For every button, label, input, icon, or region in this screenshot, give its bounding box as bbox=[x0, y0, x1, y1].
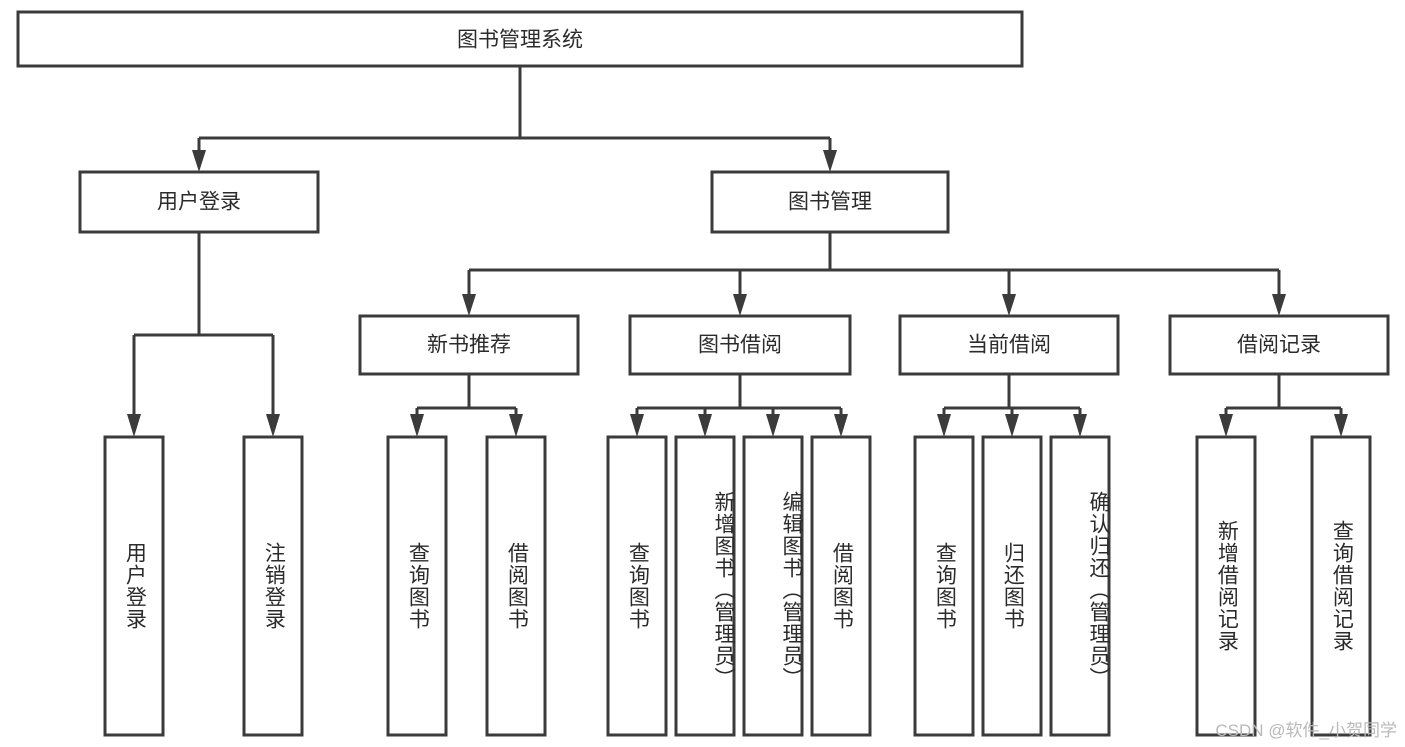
arrow-head-leaf-query-book-b bbox=[630, 414, 644, 437]
leaf-box-query-book-current[interactable] bbox=[913, 435, 975, 737]
node-current-borrow-box bbox=[898, 314, 1120, 376]
leaf-box-add-book-admin[interactable] bbox=[674, 435, 736, 737]
arrow-head-leaf-borrow-book-a bbox=[509, 414, 523, 437]
leaf-box-query-book-new[interactable] bbox=[386, 435, 448, 737]
node-user-login-box bbox=[78, 170, 320, 234]
arrow-head-leaf-query-book-c bbox=[937, 414, 951, 437]
arrow-head-new-book-rec bbox=[462, 294, 476, 316]
node-root-system-label: 图书管理系统 bbox=[457, 29, 583, 52]
leaf-box-borrow-book[interactable] bbox=[810, 435, 872, 737]
arrow-head-leaf-return-book bbox=[1005, 414, 1019, 437]
arrow-head-current-borrow bbox=[1002, 294, 1016, 316]
node-new-book-recommend-box bbox=[358, 314, 580, 376]
leaf-box-layer bbox=[103, 435, 1372, 737]
arrow-head-leaf-edit-book bbox=[766, 414, 780, 437]
leaf-box-query-borrow-record[interactable] bbox=[1310, 435, 1372, 737]
leaf-box-logout[interactable] bbox=[242, 435, 304, 737]
node-root-system-box bbox=[16, 10, 1024, 68]
node-user-login[interactable]: 用户登录 bbox=[78, 170, 320, 234]
node-borrow-record-box bbox=[1168, 314, 1390, 376]
node-book-management-label: 图书管理 bbox=[788, 191, 872, 214]
arrow-head-leaf-query-book-a bbox=[410, 414, 424, 437]
arrow-head-leaf-add-book bbox=[698, 414, 712, 437]
leaf-box-confirm-return-admin[interactable] bbox=[1049, 435, 1111, 737]
leaf-box-return-book[interactable] bbox=[981, 435, 1043, 737]
arrow-head-leaf-confirm-return bbox=[1073, 414, 1087, 437]
arrow-head-leaf-user-login bbox=[127, 414, 141, 437]
node-book-borrow[interactable]: 图书借阅 bbox=[628, 314, 852, 376]
node-borrow-record[interactable]: 借阅记录 bbox=[1168, 314, 1390, 376]
node-book-management-box bbox=[710, 170, 950, 234]
arrow-head-user-login bbox=[192, 150, 206, 172]
node-book-borrow-label: 图书借阅 bbox=[698, 334, 782, 357]
arrow-head-borrow-record bbox=[1272, 294, 1286, 316]
node-current-borrow-label: 当前借阅 bbox=[967, 334, 1051, 357]
node-new-book-recommend-label: 新书推荐 bbox=[427, 334, 511, 357]
arrow-head-book-mgmt bbox=[823, 150, 837, 172]
arrow-head-book-borrow bbox=[733, 294, 747, 316]
leaf-box-borrow-book-new[interactable] bbox=[485, 435, 547, 737]
node-borrow-record-label: 借阅记录 bbox=[1237, 334, 1321, 357]
node-book-management[interactable]: 图书管理 bbox=[710, 170, 950, 234]
arrow-head-leaf-query-record bbox=[1334, 414, 1348, 437]
node-book-borrow-box bbox=[628, 314, 852, 376]
connector-layer bbox=[127, 66, 1348, 437]
arrow-head-leaf-add-record bbox=[1219, 414, 1233, 437]
leaf-box-add-borrow-record[interactable] bbox=[1195, 435, 1257, 737]
csdn-watermark: CSDN @软件_小贺同学 bbox=[1215, 721, 1397, 740]
leaf-box-user-login[interactable] bbox=[103, 435, 165, 737]
node-current-borrow[interactable]: 当前借阅 bbox=[898, 314, 1120, 376]
node-root-system[interactable]: 图书管理系统 bbox=[16, 10, 1024, 68]
arrow-head-leaf-borrow-book-b bbox=[834, 414, 848, 437]
arrow-head-leaf-logout bbox=[266, 414, 280, 437]
node-user-login-label: 用户登录 bbox=[157, 191, 241, 214]
leaf-box-query-book-borrow[interactable] bbox=[606, 435, 668, 737]
leaf-box-edit-book-admin[interactable] bbox=[742, 435, 804, 737]
node-new-book-recommend[interactable]: 新书推荐 bbox=[358, 314, 580, 376]
